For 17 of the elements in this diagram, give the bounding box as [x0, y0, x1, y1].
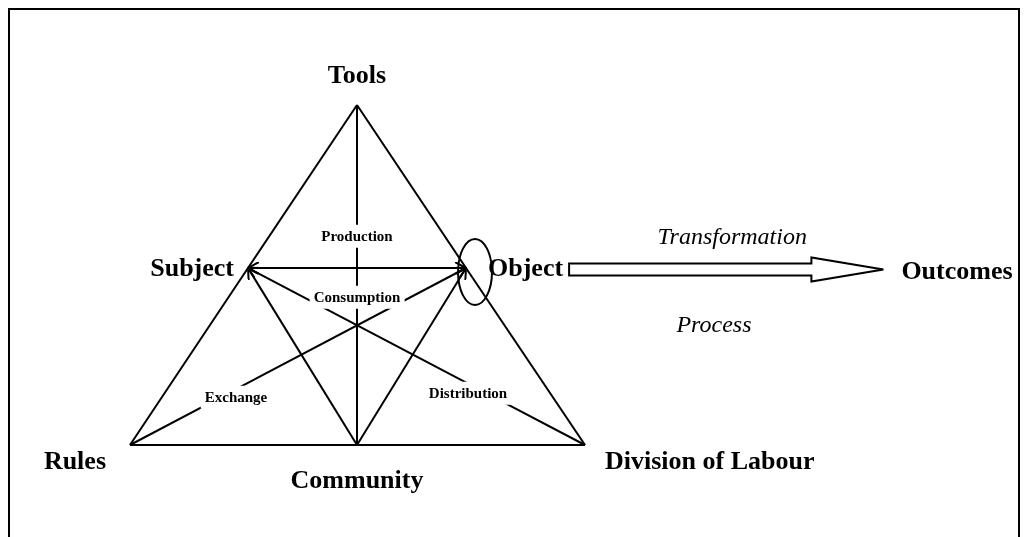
- connector-line: [129, 444, 358, 446]
- connector-line: [356, 104, 467, 269]
- connector-line: [247, 104, 358, 269]
- connector-line: [129, 267, 249, 446]
- block-arrow: [568, 256, 885, 283]
- activity-label: Consumption: [309, 285, 405, 309]
- element-label: Community: [290, 445, 424, 497]
- element-label: Division of Labour: [585, 445, 815, 478]
- connector-line: [356, 267, 467, 446]
- edge-label: Transformation: [657, 222, 807, 251]
- connector-line: [247, 267, 358, 446]
- element-label: Subject: [150, 251, 248, 285]
- element-label: Outcomes: [901, 254, 1013, 288]
- element-label: Rules: [43, 445, 130, 478]
- connector-line: [465, 267, 586, 446]
- connector-line: [356, 444, 586, 446]
- element-label: Tools: [327, 58, 387, 105]
